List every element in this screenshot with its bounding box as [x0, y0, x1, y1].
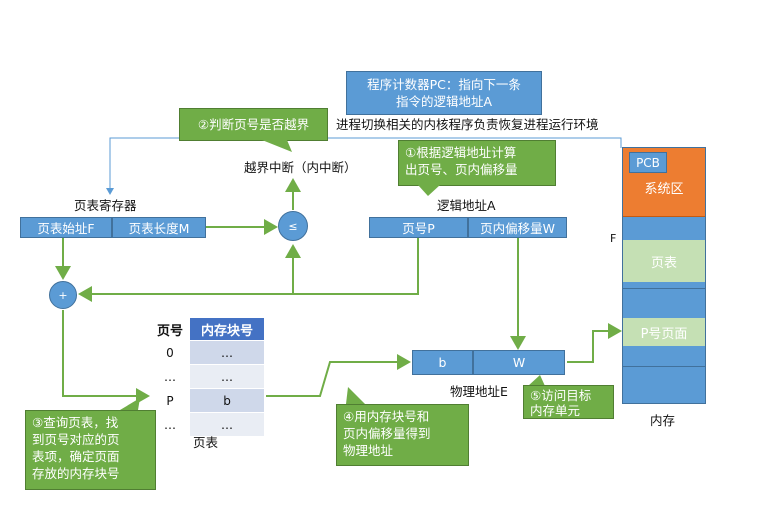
- physical-to-memory-arrow: [567, 323, 622, 363]
- memory-f-label: F: [610, 232, 617, 245]
- page-table-block-cell: …: [190, 365, 264, 388]
- page-table-block-cell: …: [190, 413, 264, 436]
- page-table-register-title: 页表寄存器: [74, 198, 137, 213]
- memory-page-p-block: P号页面: [623, 318, 705, 346]
- memory-caption: 内存: [650, 413, 676, 428]
- physical-address-title: 物理地址E: [450, 384, 508, 399]
- interrupt-label: 越界中断（内中断）: [244, 160, 357, 175]
- callout-combine-address: ④用内存块号和 页内偏移量得到 物理地址: [336, 404, 469, 466]
- page-table-row: ……: [150, 413, 266, 436]
- program-counter-line1: 程序计数器PC：指向下一条: [367, 77, 521, 92]
- page-table-length-cell: 页表长度M: [112, 217, 206, 238]
- compare-circle: ≤: [278, 211, 308, 241]
- logical-address-title: 逻辑地址A: [437, 198, 496, 213]
- restore-context-line: [106, 137, 622, 195]
- callout-split-address: ①根据逻辑地址计算 出页号、页内偏移量: [398, 140, 556, 186]
- adder-to-table-arrow: [62, 310, 150, 404]
- callout-lookup-page-table: ③查询页表，找 到页号对应的页 表项，确定页面 存放的内存块号: [25, 410, 156, 490]
- adder-circle: +: [49, 281, 77, 309]
- page-table-page-cell: 0: [166, 345, 174, 360]
- page-table-start-cell: 页表始址F: [20, 217, 112, 238]
- memory-page-table-block: 页表: [623, 240, 705, 282]
- physical-offset-cell: W: [473, 350, 565, 375]
- physical-block-cell: b: [412, 350, 473, 375]
- page-table-page-cell: …: [164, 417, 176, 432]
- page-table-block-cell: …: [190, 341, 264, 364]
- callout-access-memory: ⑤访问目标 内存单元: [523, 385, 614, 419]
- page-table-block-cell: b: [190, 389, 264, 412]
- memory-divider-2: [623, 288, 705, 289]
- block-to-physical-arrow: [266, 354, 411, 397]
- page-table-header-page: 页号: [156, 323, 183, 339]
- memory-divider-3: [623, 366, 705, 367]
- page-table-page-cell: P: [166, 393, 174, 408]
- page-table-row: ……: [150, 365, 266, 388]
- program-counter-line2: 指令的逻辑地址A: [395, 94, 493, 109]
- logical-page-cell: 页号P: [369, 217, 468, 238]
- page-table-header-block: 内存块号: [190, 318, 264, 340]
- pcb-box: PCB: [629, 152, 667, 173]
- page-table-page-cell: …: [164, 369, 176, 384]
- memory-column: PCB 系统区 页表 P号页面: [622, 147, 706, 404]
- page-number-line: [78, 238, 419, 302]
- memory-system-area: PCB 系统区: [623, 148, 705, 217]
- logical-offset-cell: 页内偏移量W: [468, 217, 567, 238]
- page-table-row: 0…: [150, 341, 266, 364]
- program-counter-box: 程序计数器PC：指向下一条 指令的逻辑地址A: [346, 71, 542, 115]
- page-table-caption: 页表: [193, 435, 219, 450]
- system-area-label: 系统区: [644, 182, 684, 197]
- context-switch-text: 进程切换相关的内核程序负责恢复进程运行环境: [336, 117, 599, 132]
- callout-check-bounds: ②判断页号是否越界: [179, 108, 328, 141]
